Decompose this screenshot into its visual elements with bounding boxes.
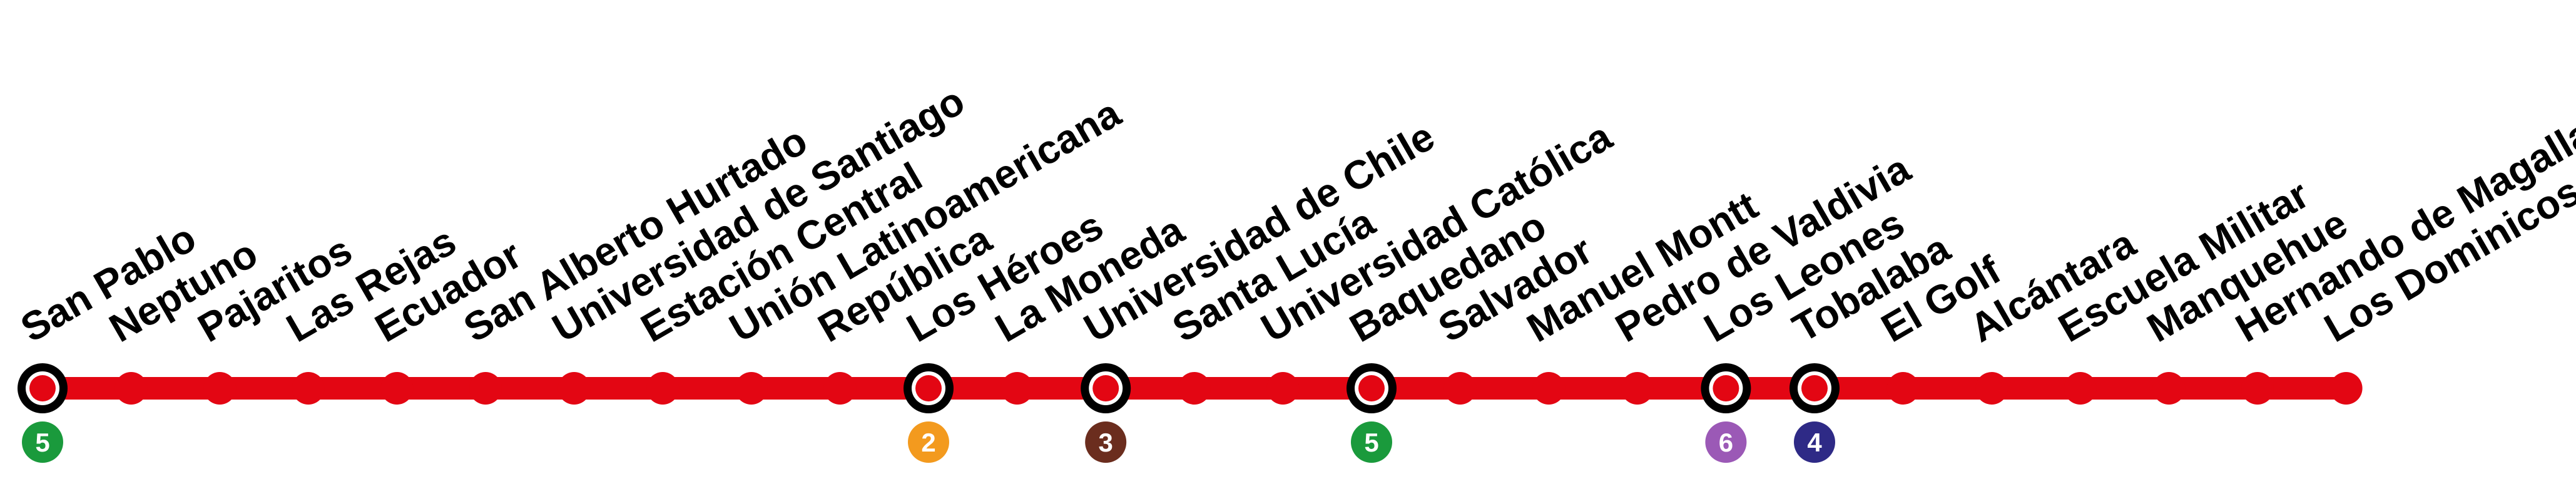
station-dot (823, 372, 857, 405)
station-dot (292, 372, 325, 405)
track-segment (671, 377, 743, 400)
station-dot (646, 372, 680, 405)
station-dot (2152, 372, 2186, 405)
connection-badge-line-4 (1794, 421, 1835, 463)
station-dot (2241, 372, 2274, 405)
track-segment (140, 377, 211, 400)
station-dot (380, 372, 414, 405)
track-segment (405, 377, 477, 400)
station-dot (1443, 372, 1477, 405)
station-dot (1532, 372, 1565, 405)
transfer-station-dot (1713, 375, 1739, 401)
track-segment (760, 377, 832, 400)
station-dot (115, 372, 148, 405)
station-dot (2329, 372, 2363, 405)
connection-badge-line-3 (1085, 421, 1127, 463)
connection-badge-line-5 (22, 421, 63, 463)
track-segment (2266, 377, 2338, 400)
station-dot (1975, 372, 2008, 405)
station-dot (2064, 372, 2097, 405)
track-segment (317, 377, 389, 400)
station-dot (557, 372, 591, 405)
track-segment (1203, 377, 1275, 400)
track-segment (1557, 377, 1629, 400)
transfer-station-dot (915, 375, 942, 401)
track-segment (2089, 377, 2161, 400)
connection-badge-label: 3 (1099, 428, 1113, 457)
track-segment (1912, 377, 1983, 400)
station-layer (18, 363, 2363, 413)
connection-badge-label: 5 (35, 428, 49, 457)
station-dot (1621, 372, 1654, 405)
track-segment (1469, 377, 1540, 400)
track-segment (583, 377, 654, 400)
connection-layer: 5 2 3 5 6 4 (22, 421, 1835, 463)
station-dot (1178, 372, 1211, 405)
station-dot (1266, 372, 1300, 405)
track-segment (494, 377, 566, 400)
connection-badge-line-2 (908, 421, 949, 463)
track-segment (2177, 377, 2249, 400)
transfer-station-dot (1092, 375, 1119, 401)
station-dot (1886, 372, 1920, 405)
transfer-station-dot (29, 375, 56, 401)
station-dot (469, 372, 502, 405)
station-dot (203, 372, 237, 405)
connection-badge-label: 6 (1719, 428, 1733, 457)
track-segment (228, 377, 300, 400)
station-dot (1000, 372, 1034, 405)
connection-badge-label: 2 (921, 428, 935, 457)
transfer-station-dot (1801, 375, 1828, 401)
connection-badge-label: 4 (1807, 428, 1822, 457)
station-dot (735, 372, 768, 405)
track-segment (2000, 377, 2072, 400)
connection-badge-label: 5 (1364, 428, 1378, 457)
connection-badge-line-6 (1705, 421, 1747, 463)
connection-badge-line-5 (1351, 421, 1392, 463)
transfer-station-dot (1358, 375, 1385, 401)
